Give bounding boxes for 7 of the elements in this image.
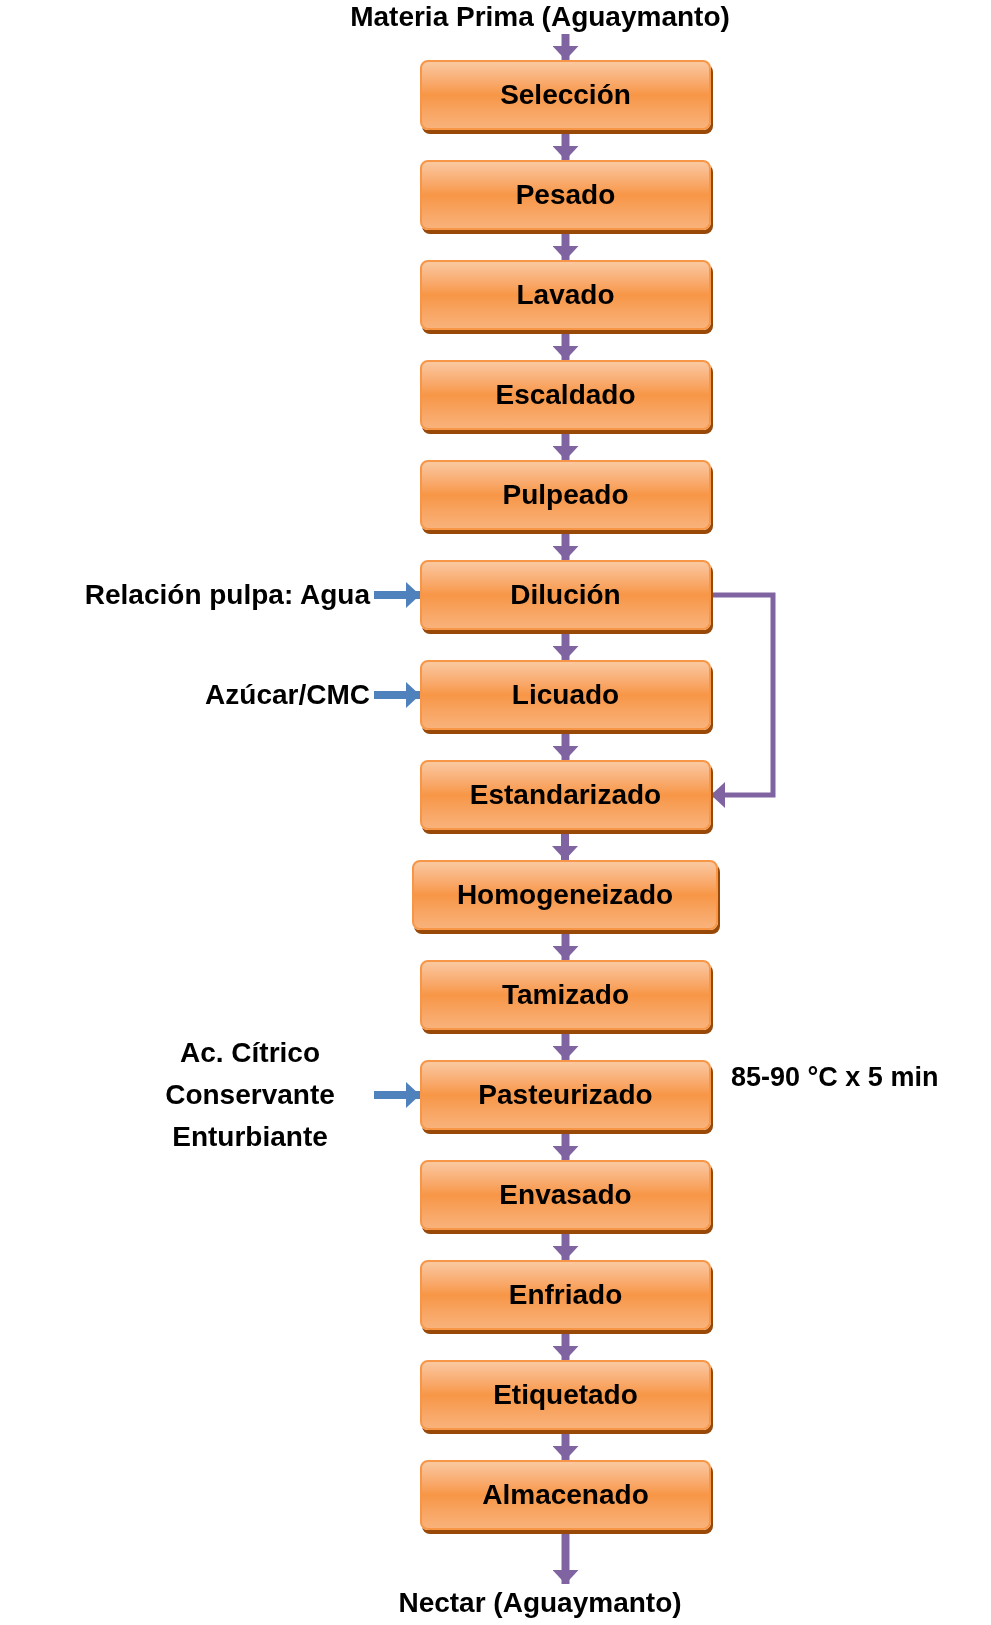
flow-text: Azúcar/CMC xyxy=(120,675,370,715)
flow-text: Materia Prima (Aguaymanto) xyxy=(280,0,800,34)
process-note: 85-90 °C x 5 min xyxy=(731,1061,939,1094)
flow-text: Relación pulpa: Agua xyxy=(6,575,370,615)
flow-text: Nectar (Aguaymanto) xyxy=(330,1584,750,1622)
arrow xyxy=(711,592,776,808)
flow-text: Ac. Cítrico Conservante Enturbiante xyxy=(130,1032,370,1158)
